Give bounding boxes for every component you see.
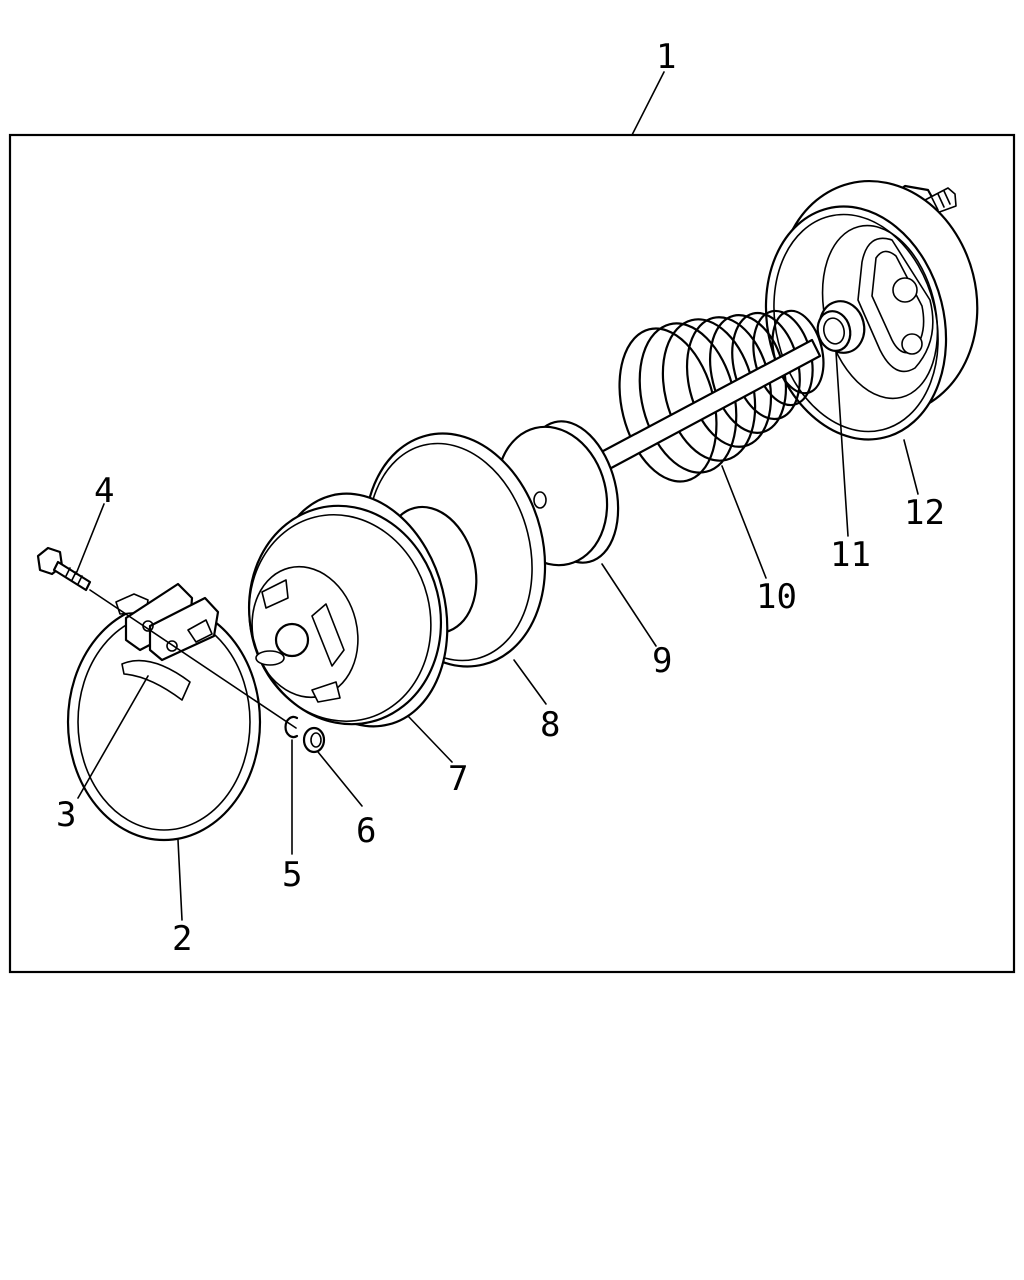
callout-3: 3 — [56, 795, 76, 835]
part-7-front-housing[interactable] — [226, 475, 471, 745]
part-11-bushing[interactable] — [814, 296, 870, 357]
callout-8: 8 — [540, 705, 560, 745]
leader-lines — [75, 71, 919, 921]
callout-11: 11 — [830, 535, 871, 575]
callout-12: 12 — [904, 493, 945, 533]
clamp-lugs[interactable] — [115, 582, 220, 662]
part-4-bolt[interactable] — [36, 546, 92, 592]
callout-4: 4 — [94, 471, 114, 511]
part-9-piston[interactable] — [483, 338, 822, 577]
assembly-frame — [8, 133, 1016, 974]
callout-1: 1 — [656, 37, 676, 77]
callout-10: 10 — [756, 577, 797, 617]
callout-9: 9 — [652, 641, 672, 681]
part-5-lock-washer[interactable] — [284, 715, 299, 739]
callout-6: 6 — [356, 811, 376, 851]
callout-2: 2 — [172, 919, 192, 959]
part-6-nut[interactable] — [302, 726, 326, 754]
part-3-clamp-insert[interactable] — [121, 659, 191, 701]
callout-7: 7 — [448, 759, 468, 799]
bolt-axis-line — [89, 589, 297, 729]
callout-5: 5 — [282, 855, 302, 895]
